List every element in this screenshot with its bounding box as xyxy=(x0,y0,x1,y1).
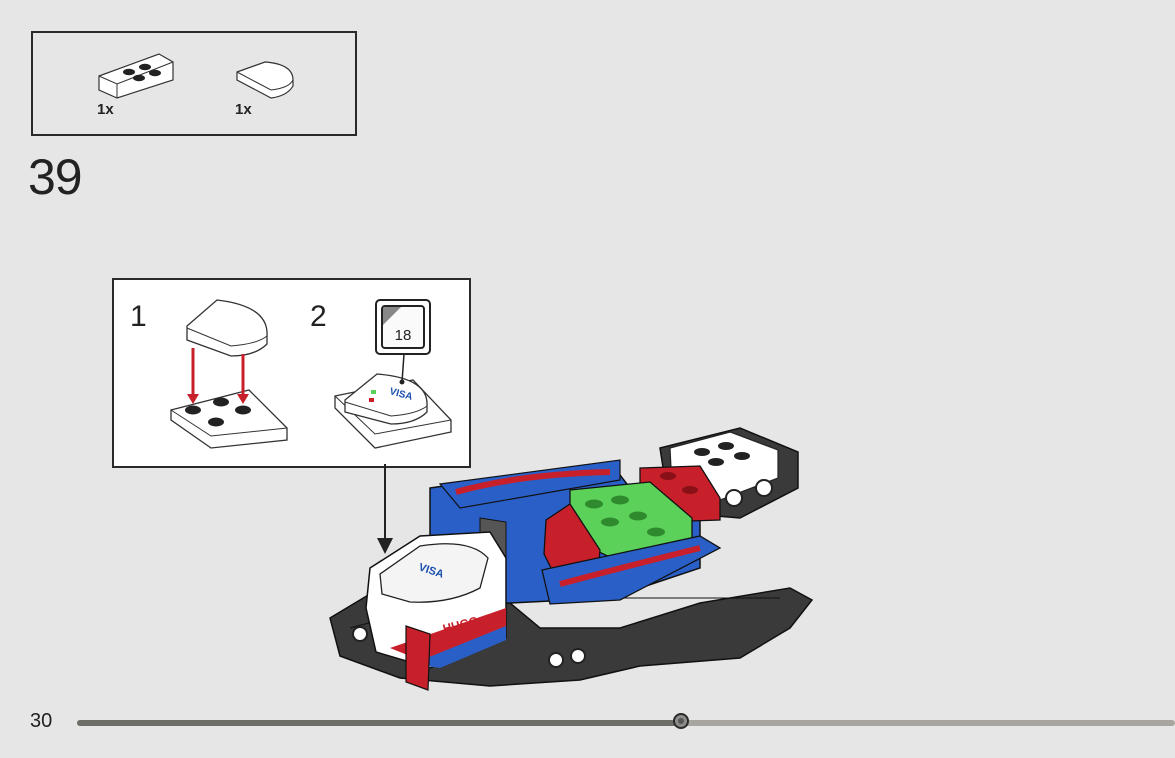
car-model-illustration: VISA HUGO xyxy=(329,427,814,691)
sticker-preview: 18 xyxy=(381,305,425,349)
sticker-number: 18 xyxy=(394,327,412,344)
parts-list-box: 1x 1x xyxy=(31,31,357,136)
part-quantity: 1x xyxy=(97,101,114,118)
substep-number: 2 xyxy=(310,300,327,333)
progress-bar xyxy=(77,713,1175,729)
progress-knob xyxy=(672,713,689,729)
callout-pointer xyxy=(399,353,405,385)
sticker-callout: 18 xyxy=(375,299,431,355)
substep-1-illustration xyxy=(170,299,288,449)
sticker-peel-icon xyxy=(383,307,401,325)
substep-box: 1 2 VISA 18 xyxy=(112,278,471,468)
wedge-plate-icon xyxy=(98,53,174,99)
step-number: 39 xyxy=(28,149,83,205)
placement-arrow xyxy=(377,464,393,554)
substep-number: 1 xyxy=(130,300,147,333)
round-tile-icon xyxy=(236,61,294,99)
page-number: 30 xyxy=(30,710,53,732)
progress-fill xyxy=(77,720,681,726)
substep-2-illustration: VISA xyxy=(334,373,452,449)
part-quantity: 1x xyxy=(235,101,252,118)
